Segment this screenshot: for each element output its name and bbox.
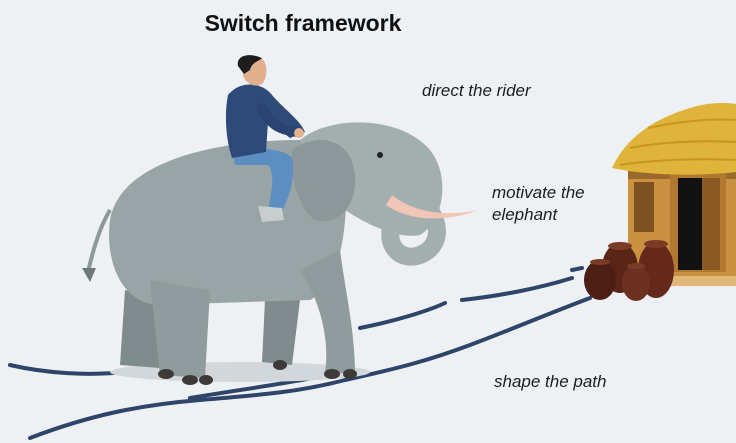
label-motivate-the-elephant: motivate the elephant — [492, 182, 585, 226]
rider-jeans — [232, 148, 294, 212]
pot-4 — [622, 265, 650, 301]
rider-shoe — [258, 206, 284, 222]
elephant-toenails — [158, 360, 357, 385]
elephant-front-leg — [300, 250, 355, 374]
label-direct-the-rider: direct the rider — [422, 81, 531, 100]
rider-hand — [294, 128, 304, 138]
rider-arm — [257, 103, 303, 137]
elephant-front-leg-far — [262, 300, 300, 365]
rider — [225, 55, 305, 222]
elephant-eye — [377, 152, 383, 158]
hut-base — [628, 276, 736, 286]
elephant-back-leg — [150, 280, 210, 378]
path-line-4 — [358, 301, 447, 330]
page-title: Switch framework — [204, 10, 402, 36]
elephant-ear — [291, 140, 355, 222]
path-line-5 — [460, 276, 574, 302]
hut-roof-texture — [619, 118, 736, 166]
hut-window — [634, 182, 654, 232]
clay-pots — [584, 240, 674, 301]
path-line-2 — [28, 296, 592, 440]
elephant-tail — [86, 208, 112, 273]
label-shape-the-path: shape the path — [494, 372, 607, 391]
label-elephant-line-2: elephant — [492, 205, 558, 224]
label-elephant-line-1: motivate the — [492, 183, 585, 202]
rider-hair — [237, 55, 262, 74]
elephant-tusk — [386, 195, 478, 219]
path-line-6 — [570, 266, 584, 272]
hut-door-panel — [702, 178, 720, 270]
pot-3 — [584, 260, 616, 300]
